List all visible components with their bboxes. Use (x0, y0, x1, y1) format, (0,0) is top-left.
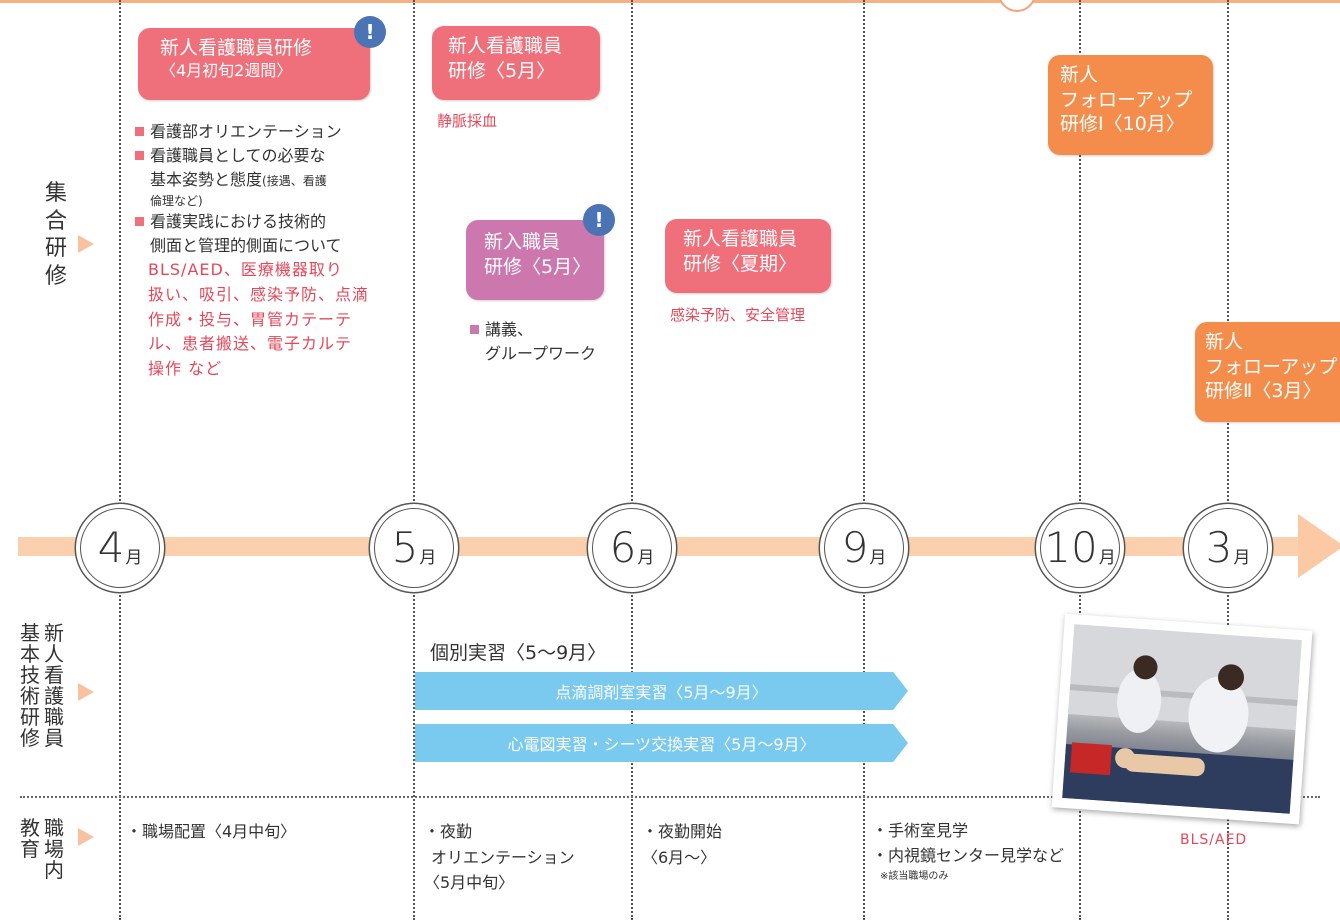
april-training-box: 新人看護職員研修 〈4月初旬2週間〉 (138, 28, 370, 100)
march-followup-box: 新人 フォローアップ 研修Ⅱ〈3月〉 (1195, 322, 1340, 422)
section-arrow-icon (78, 828, 94, 846)
photo-caption: BLS/AED (1180, 832, 1248, 848)
section-arrow-icon (78, 683, 94, 701)
cpr-training-illustration (1062, 624, 1302, 814)
section-label-group-training: 集合研修 (44, 181, 67, 289)
month-divider-april (119, 0, 121, 920)
summer-training-note: 感染予防、安全管理 (670, 306, 806, 324)
alert-icon: ! (583, 204, 615, 236)
workplace-september: ・手術室見学 ・内視鏡センター見学など ※該当職場のみ (872, 821, 1065, 882)
ecg-sheet-practice-bar: 心電図実習・シーツ交換実習〈5月〜9月〉 (415, 724, 908, 762)
section-label-workplace-col1: 職場内 (44, 816, 64, 882)
bls-aed-photo (1051, 613, 1313, 825)
workplace-may: ・夜勤 オリエンテーション 〈5月中旬〉 (424, 822, 575, 893)
individual-practice-title: 個別実習〈5〜9月〉 (430, 642, 607, 664)
timeline-arrow-icon (1298, 514, 1340, 578)
may-training-note: 静脈採血 (437, 112, 498, 130)
iv-prep-practice-bar: 点滴調剤室実習〈5月〜9月〉 (415, 672, 908, 710)
may-training-box: 新人看護職員 研修〈5月〉 (432, 26, 600, 100)
section-divider (20, 796, 1320, 798)
april-training-details: 看護部オリエンテーション 看護職員としての必要な 基本姿勢と態度(接遇、看護 倫… (135, 120, 395, 382)
top-circle-decoration (998, 0, 1036, 12)
alert-icon: ! (354, 16, 386, 48)
month-divider-september (863, 0, 865, 920)
section-arrow-icon (78, 235, 94, 253)
section-label-workplace-col2: 教育 (20, 816, 40, 861)
workplace-june: ・夜勤開始 〈6月〜〉 (642, 822, 723, 867)
month-divider-march (1227, 0, 1229, 920)
summer-training-box: 新人看護職員 研修〈夏期〉 (665, 219, 831, 293)
new-staff-training-box: 新入職員 研修〈5月〉 (466, 220, 604, 300)
section-label-basic-col1: 新人看護職員 (44, 621, 64, 750)
new-staff-training-details: 講義、 グループワーク (470, 318, 596, 366)
section-label-basic-col2: 基本技術研修 (20, 621, 40, 750)
workplace-april: ・職場配置〈4月中旬〉 (126, 822, 297, 841)
month-divider-may (413, 0, 415, 920)
october-followup-box: 新人 フォローアップ 研修Ⅰ〈10月〉 (1048, 55, 1213, 155)
month-divider-october (1079, 0, 1081, 920)
month-divider-june (631, 0, 633, 920)
top-border (0, 0, 1340, 3)
